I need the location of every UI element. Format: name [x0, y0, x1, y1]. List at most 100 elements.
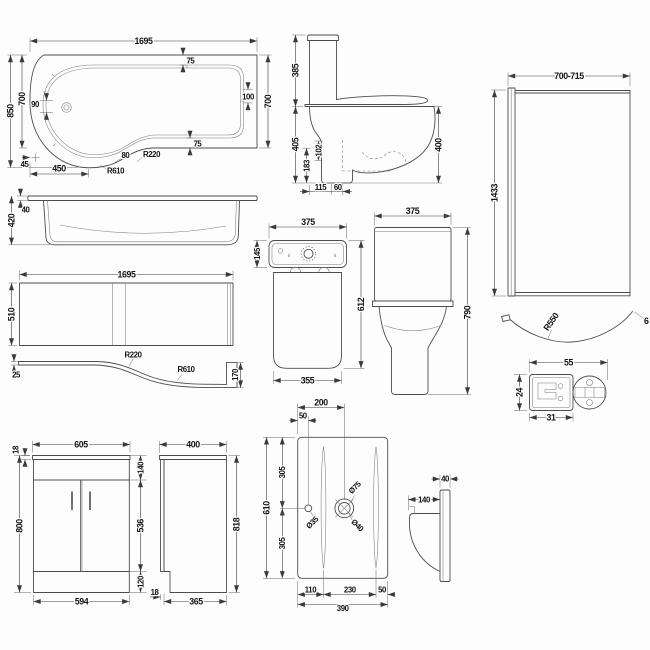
bath-body-side: [43, 200, 240, 246]
bath-rim-side: [27, 195, 258, 201]
pan-front-profile: [309, 106, 353, 184]
basin-back-slab: [439, 489, 451, 582]
tank-shelf: [304, 104, 435, 107]
dim-back-355: 355: [301, 375, 315, 385]
dim-bath-45: 45: [21, 160, 30, 169]
curved-panel-top-edge: [18, 361, 227, 385]
trap-hidden-lines: [342, 140, 407, 172]
dim-toilet-385: 385: [290, 63, 300, 77]
basin-side-dimensions: 40 140: [408, 473, 459, 510]
bath-side-view: 40 420: [5, 188, 258, 246]
bath-waste-inner: [63, 104, 70, 111]
bath-plan-view: 1695 850 700 700 100 90 75 75: [4, 35, 274, 178]
cistern-front: [374, 227, 452, 302]
dim-bath-80: 80: [122, 151, 131, 160]
dim-basin-305b: 305: [278, 537, 287, 550]
shower-screen-front-view: 700-715 1433: [488, 70, 631, 297]
bath-plan-dimensions: 1695 850 700 700 100 90 75 75: [4, 35, 274, 178]
dim-vanity-140: 140: [136, 461, 145, 474]
dim-glass-thickness: 6: [644, 316, 649, 326]
waste-hole-inner: [338, 502, 351, 515]
dim-basin-200: 200: [314, 397, 328, 407]
curved-panel-end: [18, 361, 238, 389]
wall-profile-detail: 55 24 31: [513, 356, 608, 424]
dim-cpanel-r220: R220: [124, 351, 142, 360]
dim-vanity-594: 594: [75, 596, 89, 606]
bath-side-dimensions: 40 420: [5, 188, 50, 246]
dim-bath-700-left: 700: [17, 92, 27, 106]
bath-rim-outer: [42, 64, 244, 159]
curved-panel-bottom-edge: [18, 364, 238, 389]
basin-rim-step: [409, 506, 415, 514]
basin-plan-view: 200 50 610 305 305 Ø35 Ø75 Ø40 110: [260, 396, 395, 614]
curved-panel-view: 25 R220 R610 170: [11, 349, 244, 389]
dim-bath-100: 100: [242, 92, 255, 101]
basin-plan-dimensions: 200 50 610 305 305 Ø35 Ø75 Ø40 110: [260, 396, 395, 614]
dim-basin-230: 230: [344, 585, 357, 594]
vanity-front-view: 605 18 800 140 536 120 594: [10, 438, 146, 607]
pan-back-body: [273, 272, 342, 369]
dim-toilet-405: 405: [290, 137, 300, 151]
flush-button: [303, 248, 314, 259]
curve-end-cap: [501, 314, 511, 322]
dim-curve-radius: R550: [541, 311, 561, 333]
toilet-front-dimensions: 375 790: [374, 205, 473, 395]
cistern-lid-plan: [268, 240, 347, 268]
dim-back-612: 612: [356, 297, 366, 311]
dim-vanity-536: 536: [135, 519, 145, 533]
dim-toilet-60: 60: [334, 183, 343, 192]
toilet-side-dimensions: 385 405 102 183 400 115 60: [289, 34, 444, 195]
bath-rim-ticks: [43, 65, 244, 147]
profile-round-part: [572, 375, 607, 410]
bath-outline: [29, 54, 258, 169]
curved-panel-dimensions: 25 R220 R610 170: [11, 349, 244, 388]
basin-outline: [297, 436, 389, 579]
toilet-back-dimensions: 375 145 612 355: [252, 216, 367, 387]
dim-basin-610: 610: [261, 501, 271, 515]
dim-tap-diameter: Ø35: [304, 514, 321, 531]
dim-vanity-800: 800: [14, 519, 24, 533]
tap-hole: [304, 504, 313, 513]
dim-vanity-605: 605: [74, 439, 88, 449]
dim-basin-110: 110: [305, 585, 317, 594]
basin-bowl-left-contour: [320, 446, 327, 569]
dim-basin-50b: 50: [378, 585, 387, 594]
dim-cpanel-170: 170: [231, 368, 240, 381]
dim-bath-length: 1695: [135, 36, 153, 46]
dim-panel-1695: 1695: [118, 269, 136, 279]
flush-button-ring: [300, 246, 317, 262]
cistern-base-lip: [372, 300, 454, 307]
dim-bath-700-right: 700: [263, 94, 273, 108]
dim-basin-390: 390: [337, 604, 350, 613]
vanity-worktop: [32, 455, 131, 460]
panel-dimensions: 1695 510: [5, 268, 234, 346]
dim-screen-height: 1433: [489, 184, 499, 202]
vanity-front-dimensions: 605 18 800 140 536 120 594: [10, 438, 146, 607]
seat-lid: [304, 95, 429, 105]
dim-vanityside-400: 400: [186, 439, 200, 449]
toilet-back-view: 375 145 612 355: [252, 216, 367, 387]
dim-vanityside-18: 18: [151, 588, 160, 597]
dim-toilet-102: 102: [314, 144, 323, 157]
toilet-front-view: 375 790: [372, 205, 473, 395]
cistern-lid-side: [307, 34, 339, 41]
dim-bath-450: 450: [52, 164, 66, 174]
dim-panel-510: 510: [6, 307, 16, 321]
dim-bath-r220: R220: [143, 150, 161, 159]
dim-bathside-420: 420: [6, 213, 16, 227]
dim-cpanel-r610: R610: [177, 365, 195, 374]
dim-bath-850: 850: [5, 104, 15, 118]
dim-screen-width: 700-715: [554, 71, 584, 81]
dim-profile-24: 24: [514, 388, 524, 397]
dim-toilet-400: 400: [433, 138, 443, 152]
screen-curve-detail: R550 6: [501, 309, 650, 343]
screen-wall-profile: [507, 87, 516, 297]
dim-vanityside-818: 818: [231, 517, 241, 531]
dim-bath-90: 90: [31, 100, 40, 109]
dim-basinside-140: 140: [418, 495, 431, 504]
profile-dimensions: 55 24 31: [513, 356, 608, 424]
vanity-side-dimensions: 400 818 18 365: [149, 438, 242, 607]
dim-waste-diameter: Ø75: [347, 479, 364, 496]
